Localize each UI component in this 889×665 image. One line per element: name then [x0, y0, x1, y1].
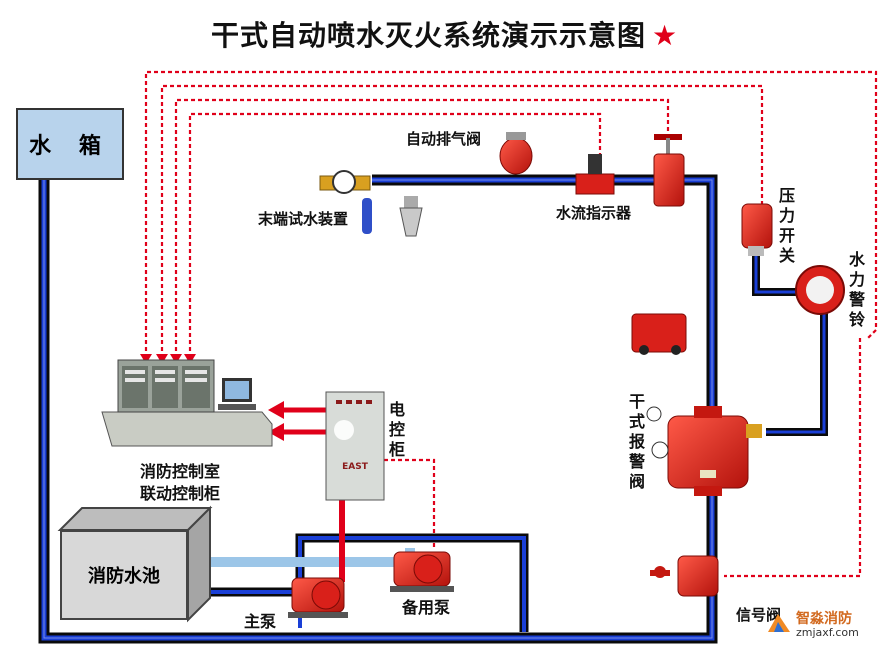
watermark-logo-icon [768, 614, 790, 632]
watermark-name: 智淼消防 [796, 611, 852, 627]
pressure-switch-icon [741, 203, 773, 256]
standby-pump-icon [390, 551, 454, 592]
air-compressor-icon [631, 313, 687, 355]
auto-vent-valve-label: 自动排气阀 [406, 130, 482, 148]
end-test-device-label: 末端试水装置 [258, 210, 349, 228]
watermark-site: zmjaxf.com [796, 626, 859, 639]
alarm-bell-icon [795, 265, 845, 315]
signal-lines [144, 70, 878, 578]
end-test-device-icon [319, 170, 372, 234]
control-room-label-1: 消防控制室 [140, 462, 221, 481]
pressure-switch-label: 压力开关 [778, 186, 795, 265]
standby-pump-label: 备用泵 [402, 598, 451, 617]
signal-line-flow [188, 112, 602, 358]
watermark: 智淼消防 zmjaxf.com [762, 606, 882, 642]
signal-line-alarm [174, 98, 670, 358]
flow-indicator-label: 水流指示器 [556, 204, 632, 222]
water-alarm-bell-label: 水力警铃 [848, 250, 865, 329]
star-icon: ★ [651, 19, 679, 52]
flow-indicator-icon [575, 154, 615, 195]
signal-line-outer [144, 70, 878, 358]
fire-pool-label: 消防水池 [88, 566, 160, 587]
signal-line-signal-valve [724, 338, 862, 578]
signal-valve-icon [650, 555, 719, 597]
fire-pool-front: 消防水池 [60, 530, 188, 620]
dry-alarm-valve-icon [646, 406, 762, 496]
electric-cabinet-box [325, 391, 385, 501]
control-arrows [268, 401, 345, 582]
water-tank-label: 水 箱 [29, 134, 111, 159]
signal-line-pressure [160, 84, 764, 358]
cabinet-brand: EAST [342, 462, 368, 472]
signal-arrowheads [140, 354, 196, 364]
dry-alarm-valve-label: 干式报警阀 [628, 392, 645, 491]
fire-pool: 消防水池 [60, 508, 210, 620]
vent-valve-icon [499, 132, 533, 175]
gate-valve-icon [653, 134, 685, 207]
sprinkler-head-icon [399, 196, 423, 237]
pool-side [187, 505, 211, 623]
title-text: 干式自动喷水灭火系统演示示意图 [210, 19, 646, 52]
control-room-console [101, 359, 273, 447]
control-room-label-2: 联动控制柜 [140, 484, 221, 503]
main-pump-icon [288, 577, 348, 618]
diagram-title: 干式自动喷水灭火系统演示示意图★ [0, 14, 889, 54]
signal-valve-label: 信号阀 [736, 606, 782, 624]
signal-line-cabinet-pump [384, 458, 436, 548]
electric-cabinet-label: 电控柜 [388, 400, 405, 459]
main-pump-label: 主泵 [244, 612, 277, 631]
water-tank: 水 箱 [16, 108, 124, 180]
